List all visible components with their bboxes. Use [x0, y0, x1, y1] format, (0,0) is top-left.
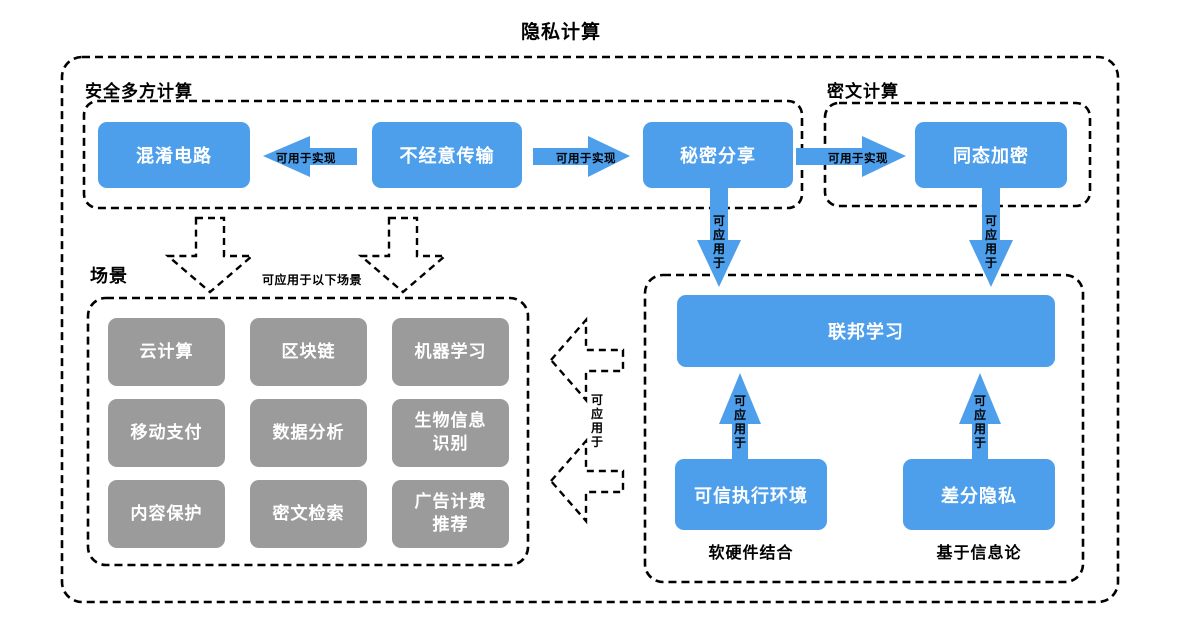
scenario-ciphertext-retrieval: 密文检索: [250, 480, 367, 548]
smpc-section-label: 安全多方计算: [85, 82, 193, 101]
ciphertext-section-label: 密文计算: [827, 82, 899, 101]
scenario-content-protection: 内容保护: [108, 480, 225, 548]
node-differential-privacy: 差分隐私: [903, 459, 1055, 530]
node-tee: 可信执行环境: [675, 459, 827, 530]
node-federated-learning: 联邦学习: [677, 295, 1055, 367]
scenario-machine-learning: 机器学习: [392, 318, 509, 386]
scenarios-section-label: 场景: [90, 266, 128, 286]
dashed-left-arrow-icon-2: [549, 437, 625, 525]
diagram-title: 隐私计算: [520, 22, 601, 43]
node-garbled-circuit: 混淆电路: [98, 122, 250, 188]
scenarios-hint-label: 可应用于以下场景: [262, 273, 363, 287]
arrow-label-realize-2: 可用于实现: [556, 153, 616, 165]
arrow-label-realize-1: 可用于实现: [276, 153, 336, 165]
scenario-blockchain: 区块链: [250, 318, 367, 386]
arrow-label-apply-down-2: 可应用于: [984, 214, 997, 270]
node-oblivious-transfer: 不经意传输: [372, 122, 522, 188]
arrow-label-realize-3: 可用于实现: [828, 153, 888, 165]
scenario-grid: 云计算 区块链 机器学习 移动支付 数据分析 生物信息识别 内容保护 密文检索 …: [108, 318, 509, 548]
node-homomorphic-encryption: 同态加密: [915, 122, 1067, 188]
arrow-label-apply-up-1: 可应用于: [733, 394, 746, 450]
arrow-label-apply-middle: 可应用于: [590, 393, 603, 449]
dashed-left-arrow-icon-1: [549, 316, 625, 404]
tee-caption: 软硬件结合: [708, 545, 794, 562]
arrow-label-apply-down-1: 可应用于: [712, 214, 725, 270]
node-secret-sharing: 秘密分享: [643, 122, 793, 188]
dashed-down-arrow-icon-2: [357, 216, 449, 294]
scenario-data-analysis: 数据分析: [250, 399, 367, 467]
dashed-down-arrow-icon-1: [164, 216, 256, 294]
arrow-label-apply-up-2: 可应用于: [973, 394, 986, 450]
scenario-cloud-computing: 云计算: [108, 318, 225, 386]
scenario-ad-billing-recommendation: 广告计费推荐: [392, 480, 509, 548]
dp-caption: 基于信息论: [936, 545, 1022, 562]
scenario-biometric-recognition: 生物信息识别: [392, 399, 509, 467]
scenario-mobile-payment: 移动支付: [108, 399, 225, 467]
